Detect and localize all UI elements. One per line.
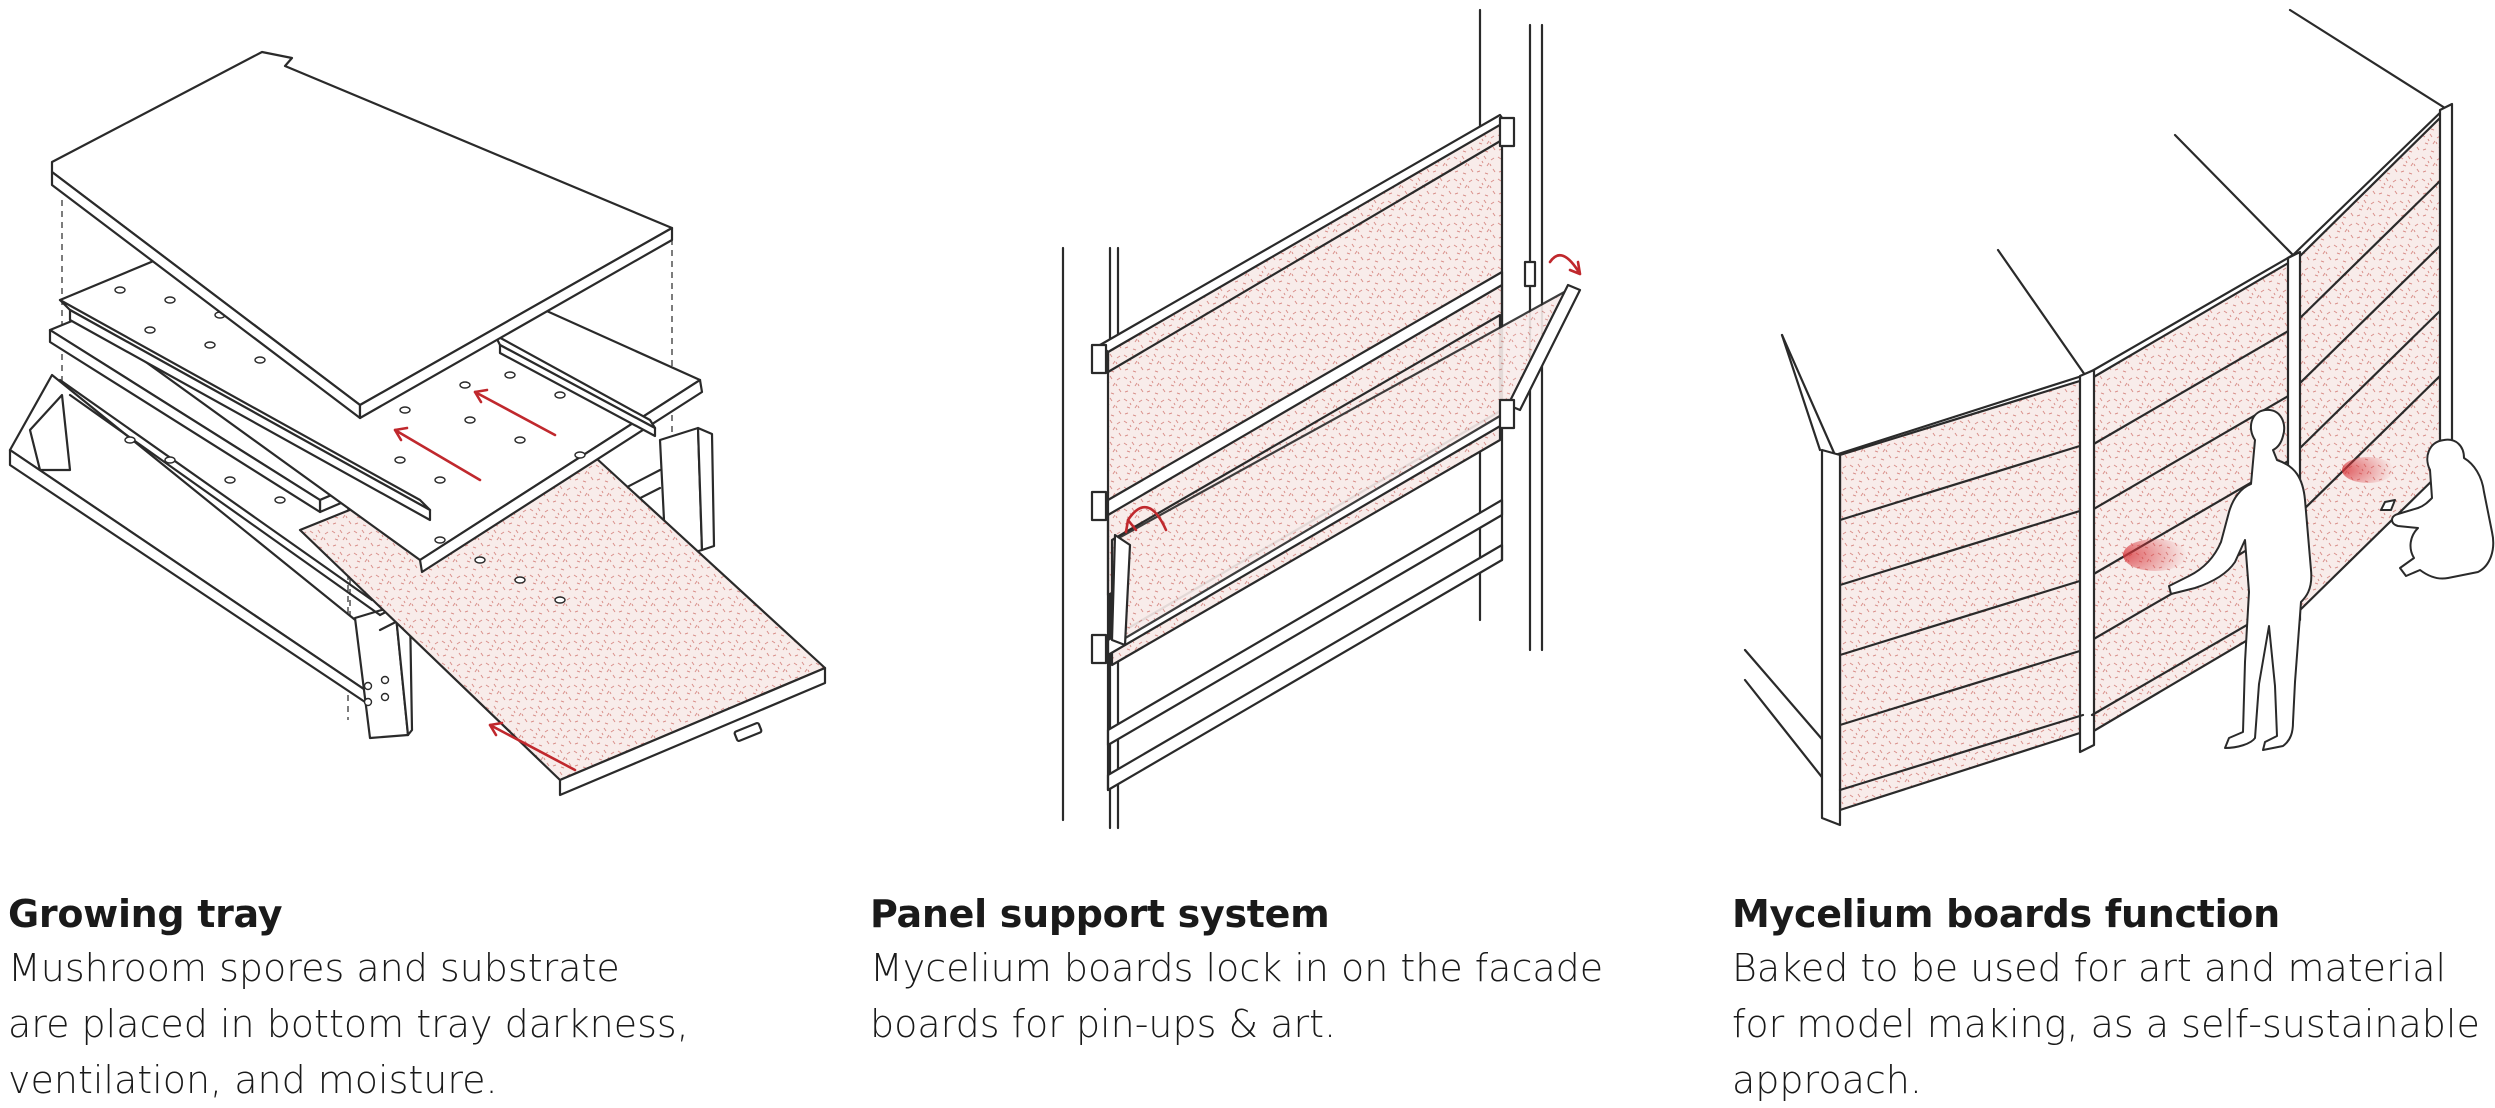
wall-panels [1820, 102, 2454, 827]
rotate-arrows [1124, 253, 1582, 534]
boards-function-illustration [1743, 8, 2495, 827]
roof-lines [1743, 8, 2447, 802]
caption-title: Panel support system [870, 892, 1330, 936]
caption-mycelium-boards-function: Mycelium boards function Baked to be use… [1732, 888, 2492, 1108]
caption-line: Mycelium boards lock in on the facade [870, 946, 1604, 990]
caption-line: ventilation, and moisture. [8, 1058, 498, 1102]
panel-clips [1090, 116, 1537, 665]
standing-person-figure [2168, 408, 2313, 751]
caption-line: boards for pin-ups & art. [870, 1002, 1337, 1046]
caption-line: for model making, as a self-sustainable [1732, 1002, 2480, 1046]
caption-line: are placed in bottom tray darkness, [8, 1002, 689, 1046]
growing-tray-illustration [8, 50, 827, 797]
slide-in-arrows [393, 388, 577, 772]
spray-marks [2123, 457, 2394, 571]
panel-support-illustration [1061, 8, 1582, 830]
caption-line: approach. [1732, 1058, 1922, 1102]
caption-line: Mushroom spores and substrate [8, 946, 620, 990]
top-lid [50, 50, 674, 420]
caption-body: Mycelium boards lock in on the facade bo… [870, 940, 1670, 1052]
caption-panel-support-system: Panel support system Mycelium boards loc… [870, 888, 1670, 1052]
crouching-person-figure [2380, 438, 2495, 580]
caption-title: Growing tray [8, 892, 283, 936]
caption-line: Baked to be used for art and material [1732, 946, 2447, 990]
caption-body: Baked to be used for art and material fo… [1732, 940, 2492, 1108]
caption-growing-tray: Growing tray Mushroom spores and substra… [8, 888, 808, 1108]
caption-title: Mycelium boards function [1732, 892, 2280, 936]
diagram-drawings [8, 8, 2495, 830]
caption-body: Mushroom spores and substrate are placed… [8, 940, 808, 1108]
